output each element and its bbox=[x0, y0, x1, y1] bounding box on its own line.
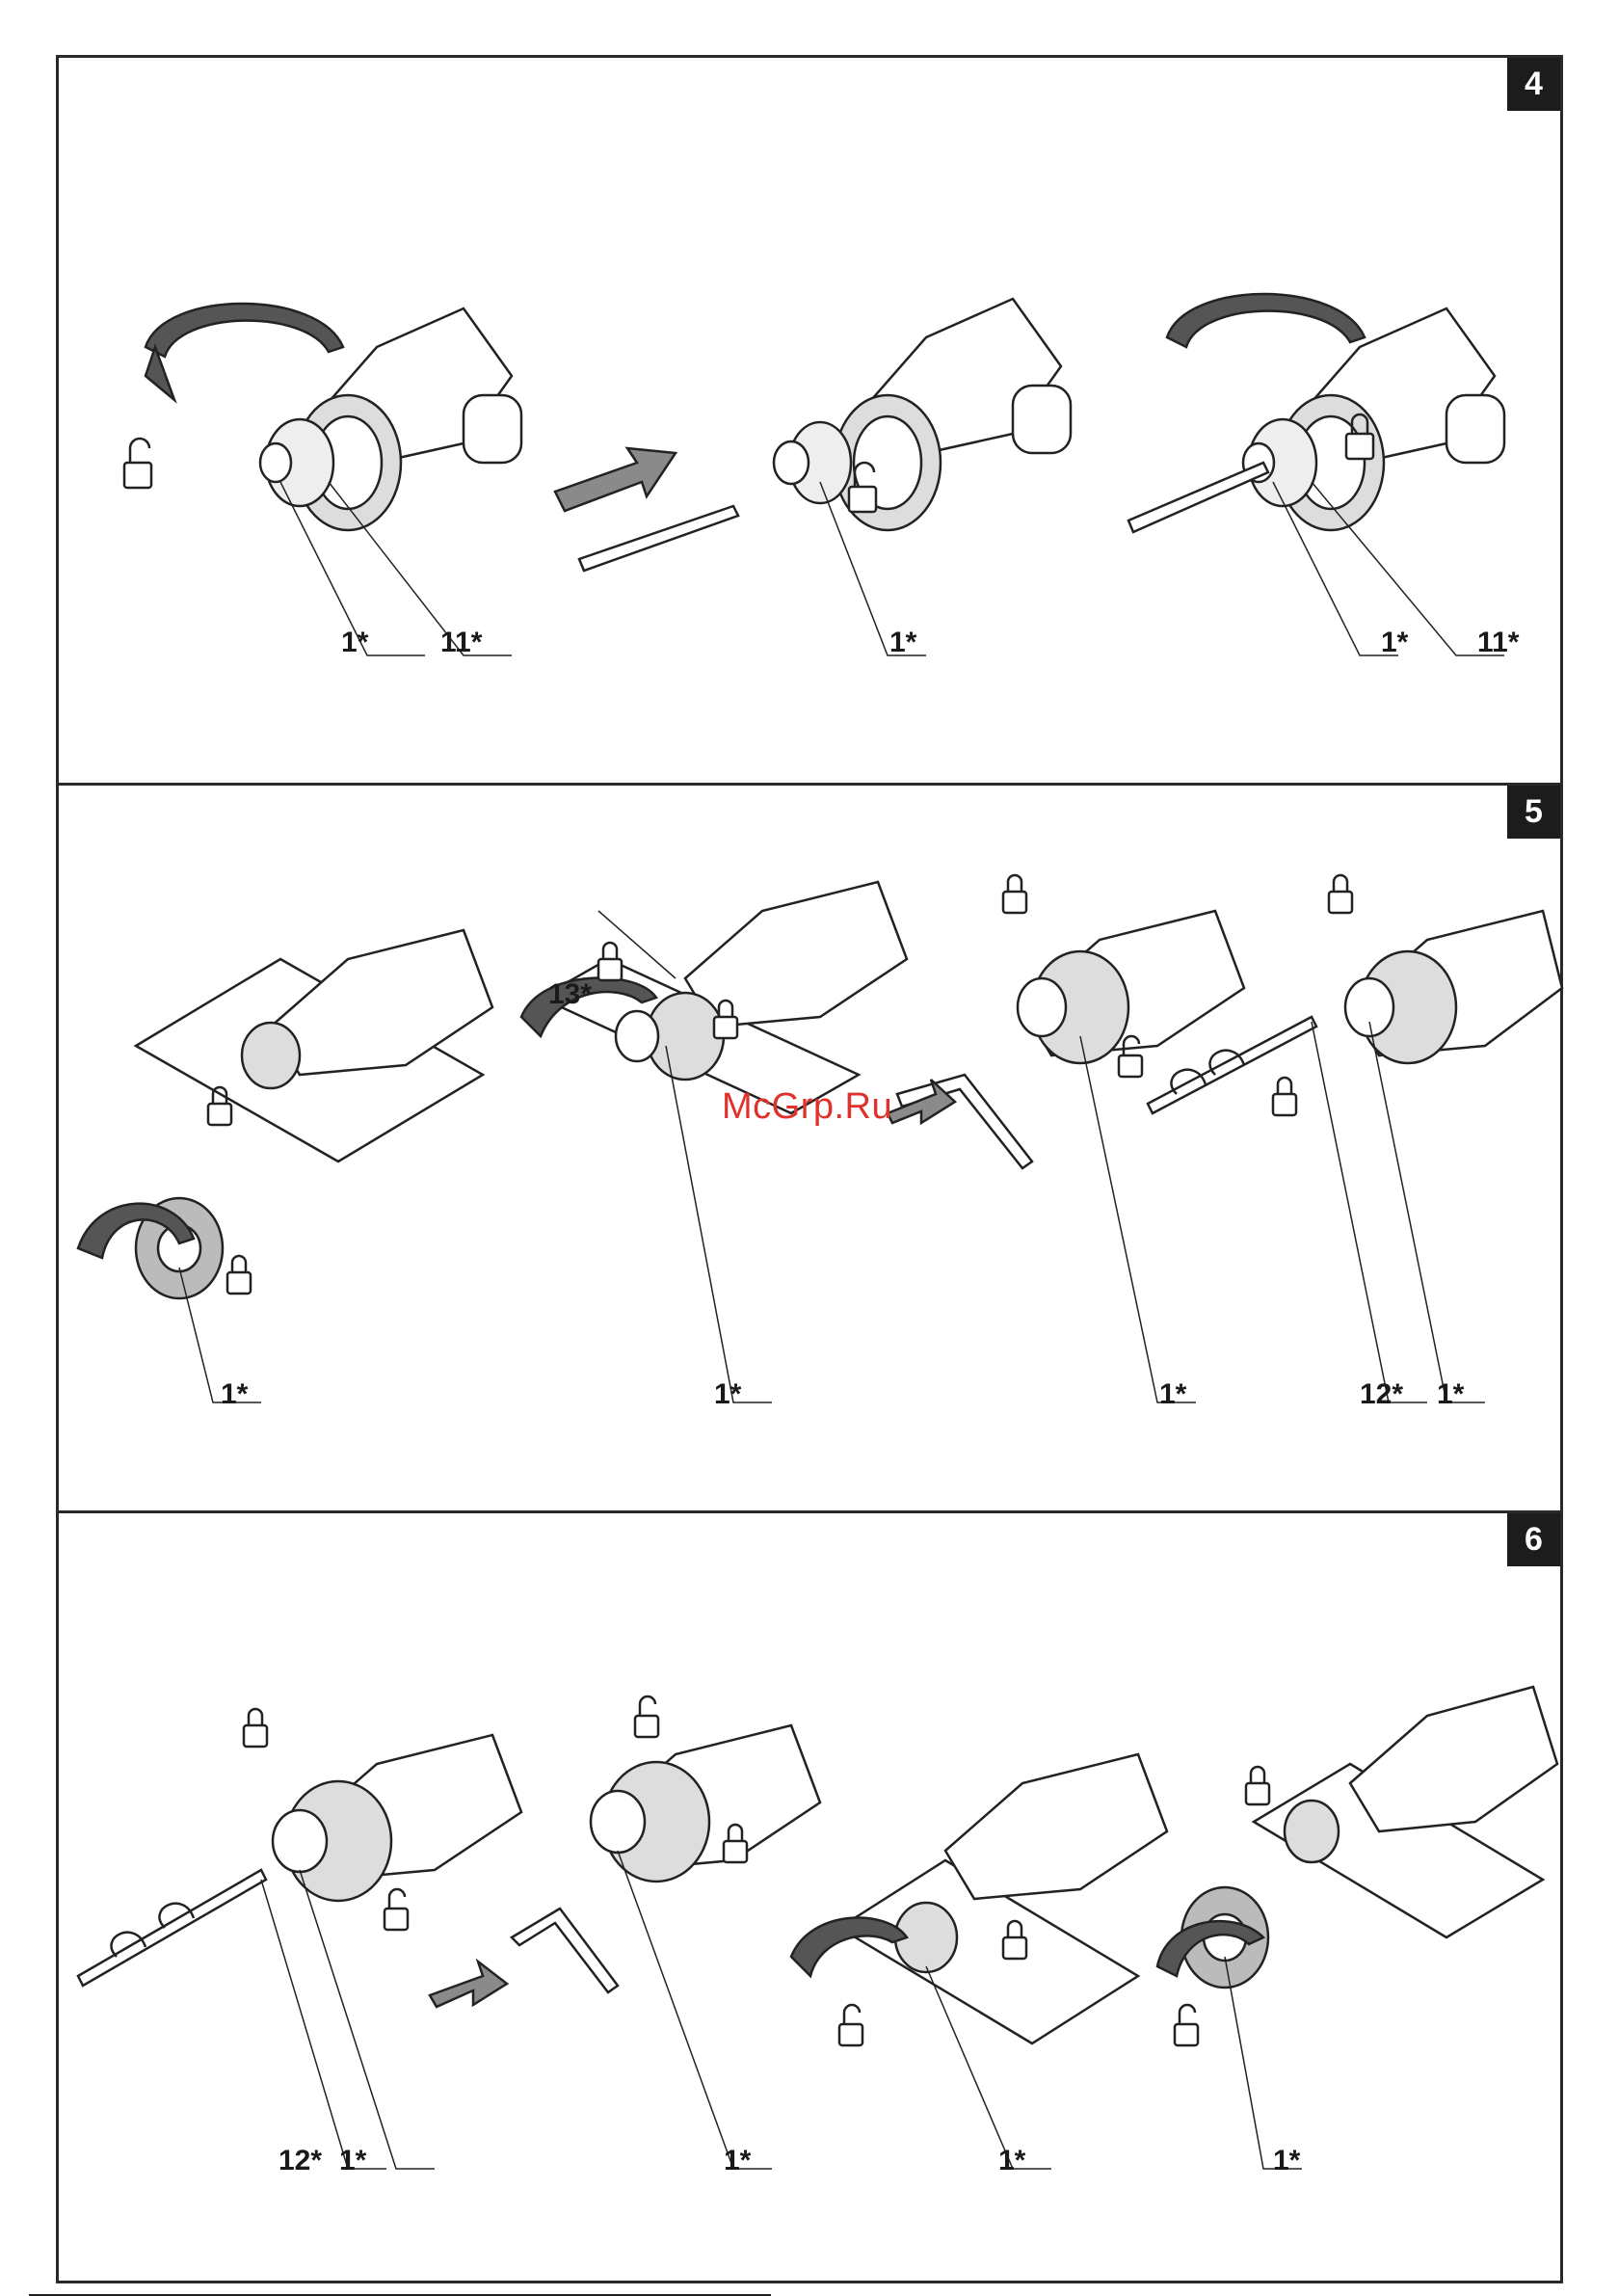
lock-padlock-icon bbox=[1003, 875, 1026, 913]
drill-illustration bbox=[1018, 911, 1244, 1063]
callout-label: 12* bbox=[279, 2145, 322, 2177]
drill-bit bbox=[1128, 463, 1268, 532]
drill-illustration bbox=[839, 1754, 1167, 2043]
chuck-key-arrow bbox=[146, 304, 343, 400]
watermark-text: McGrp.Ru bbox=[722, 1086, 892, 1128]
unlock-padlock-icon bbox=[124, 439, 151, 488]
leader-lines bbox=[261, 1851, 1302, 2169]
unlock-padlock-icon bbox=[1175, 2005, 1198, 2045]
lock-padlock-icon bbox=[227, 1256, 251, 1294]
callout-label: 1* bbox=[998, 2145, 1025, 2177]
callout-label: 1* bbox=[341, 627, 368, 659]
drill-illustration bbox=[591, 1725, 820, 1882]
hex-key bbox=[897, 1075, 1032, 1168]
figure-panel-6: 6 bbox=[56, 1510, 1563, 2283]
lock-padlock-icon bbox=[1246, 1767, 1269, 1804]
drill-illustration bbox=[1181, 1687, 1557, 1988]
unlock-padlock-icon bbox=[385, 1889, 408, 1930]
drill-illustration bbox=[260, 308, 521, 530]
callout-label: 12* bbox=[1360, 1378, 1403, 1411]
lock-padlock-icon bbox=[1273, 1078, 1296, 1115]
callout-label: 1* bbox=[889, 627, 916, 659]
lock-padlock-icon bbox=[244, 1709, 267, 1747]
drill-illustration bbox=[1243, 308, 1504, 530]
drill-illustration bbox=[273, 1735, 521, 1901]
callout-label: 1* bbox=[221, 1378, 248, 1411]
callout-label: 1* bbox=[1273, 2145, 1300, 2177]
drill-illustration bbox=[1345, 911, 1562, 1063]
callout-label: 11* bbox=[440, 627, 482, 659]
drill-illustration bbox=[541, 882, 907, 1113]
lock-padlock-icon bbox=[598, 943, 622, 980]
hex-key bbox=[512, 1909, 618, 1992]
drill-illustration bbox=[136, 930, 492, 1298]
panel-4-illustrations bbox=[59, 58, 1566, 788]
callout-label: 1* bbox=[1437, 1378, 1464, 1411]
callout-label: 1* bbox=[1159, 1378, 1186, 1411]
callout-label: 1* bbox=[1381, 627, 1408, 659]
lock-padlock-icon bbox=[1329, 875, 1352, 913]
drill-bit bbox=[579, 506, 738, 571]
callout-label: 13* bbox=[548, 978, 592, 1011]
panel-5-illustrations bbox=[59, 786, 1566, 1516]
drill-illustration bbox=[774, 299, 1071, 530]
insert-arrow bbox=[430, 1962, 507, 2007]
chuck-key-arrow bbox=[1167, 294, 1365, 347]
callout-label: 1* bbox=[724, 2145, 751, 2177]
unlock-padlock-icon bbox=[635, 1696, 658, 1737]
auger-bit bbox=[78, 1870, 266, 1986]
callout-label: 1* bbox=[339, 2145, 366, 2177]
figure-panel-5: 5 bbox=[56, 783, 1563, 1513]
callout-label: 11* bbox=[1477, 627, 1519, 659]
insert-arrow bbox=[555, 448, 676, 511]
unlock-padlock-icon bbox=[839, 2005, 862, 2045]
callout-label: 1* bbox=[714, 1378, 741, 1411]
figure-panel-4: 4 bbox=[56, 55, 1563, 786]
